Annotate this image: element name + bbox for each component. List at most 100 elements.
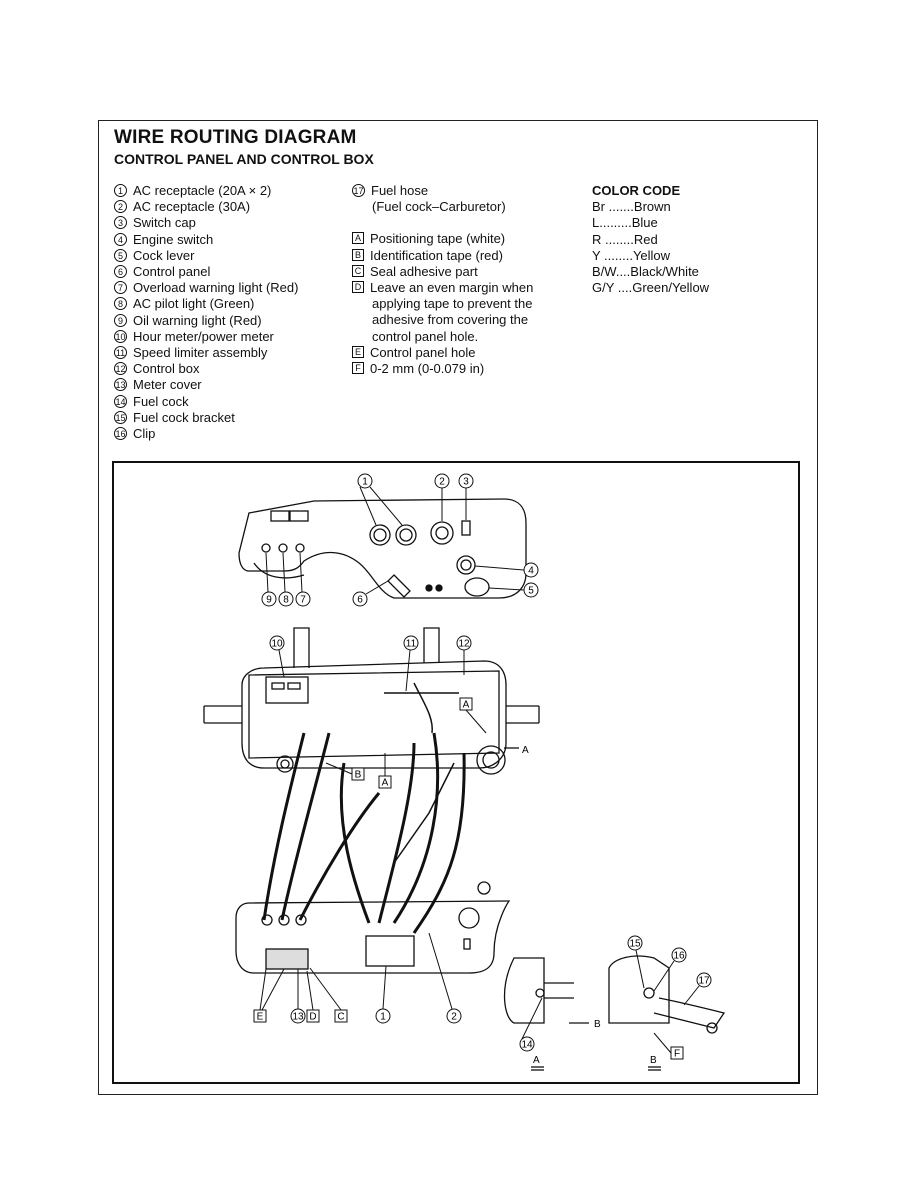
- svg-text:A: A: [533, 1055, 540, 1066]
- svg-text:11: 11: [406, 639, 417, 650]
- svg-text:C: C: [337, 1012, 344, 1023]
- box-f: F: [653, 1032, 684, 1060]
- box-b: B: [325, 762, 365, 781]
- svg-text:16: 16: [673, 951, 685, 962]
- svg-text:8: 8: [283, 595, 289, 606]
- svg-text:A: A: [522, 745, 529, 756]
- color-code-item: G/Y ....Green/Yellow: [592, 280, 710, 296]
- svg-text:D: D: [309, 1012, 316, 1023]
- control-panel-outline: [238, 498, 527, 599]
- svg-text:13: 13: [292, 1012, 304, 1023]
- callout-17: 17: [683, 972, 712, 1006]
- oil-warning-light-shape: [261, 543, 271, 553]
- svg-text:5: 5: [528, 586, 534, 597]
- callout-9: 9: [261, 552, 277, 607]
- color-code-item: L.........Blue: [592, 215, 658, 231]
- svg-text:10: 10: [271, 639, 283, 650]
- note-line: adhesive from covering the: [372, 312, 529, 328]
- overload-light-shape: [295, 543, 305, 553]
- color-code-item: B/W....Black/White: [592, 264, 699, 280]
- note-line: control panel hole.: [372, 328, 479, 344]
- page-title: WIRE ROUTING DIAGRAM: [114, 127, 357, 148]
- svg-text:6: 6: [357, 595, 363, 606]
- callout-1: 1: [357, 473, 403, 526]
- view-arrow-b: B: [594, 1019, 601, 1030]
- note-line: applying tape to prevent the: [372, 296, 533, 312]
- svg-text:4: 4: [528, 566, 534, 577]
- box-c: C: [309, 967, 348, 1023]
- ac-receptacle-20a-b: [395, 524, 417, 546]
- ac-pilot-light-shape: [278, 543, 288, 553]
- ac-receptacle-20a-a: [369, 524, 391, 546]
- callout-1-lower: 1: [375, 965, 391, 1024]
- callout-5: 5: [488, 582, 539, 598]
- view-label-b: B: [650, 1055, 657, 1066]
- svg-text:3: 3: [463, 477, 469, 488]
- svg-text:2: 2: [439, 477, 445, 488]
- callout-11: 11: [403, 635, 419, 692]
- ac-receptacle-30a: [430, 521, 454, 545]
- box-a-lower: A: [378, 753, 392, 789]
- svg-text:B: B: [650, 1055, 657, 1066]
- callout-13: 13: [290, 969, 306, 1024]
- svg-text:12: 12: [458, 639, 470, 650]
- svg-text:15: 15: [629, 939, 641, 950]
- switch-cap-shape: [461, 520, 471, 536]
- callout-14: 14: [519, 997, 543, 1052]
- color-code-item: Br .......Brown: [592, 199, 671, 215]
- callout-4: 4: [474, 562, 539, 578]
- callout-2: 2: [434, 473, 450, 521]
- color-code: COLOR CODE Br .......Brown L.........Blu…: [592, 183, 732, 296]
- inset-a-outline: [503, 957, 545, 1024]
- svg-text:2: 2: [451, 1012, 457, 1023]
- svg-text:7: 7: [300, 595, 306, 606]
- color-code-heading: COLOR CODE: [592, 183, 681, 198]
- hour-meter-shape: [265, 676, 309, 704]
- callout-15: 15: [627, 935, 645, 989]
- svg-text:A: A: [382, 778, 389, 789]
- callout-3: 3: [458, 473, 474, 520]
- callout-2-lower: 2: [428, 932, 462, 1024]
- callout-8: 8: [278, 552, 294, 607]
- svg-text:17: 17: [698, 976, 710, 987]
- svg-text:14: 14: [521, 1040, 533, 1051]
- svg-text:9: 9: [266, 595, 272, 606]
- callout-6: 6: [352, 580, 389, 607]
- view-label-a: A: [533, 1055, 540, 1066]
- callout-10: 10: [269, 635, 285, 678]
- page-subtitle: CONTROL PANEL AND CONTROL BOX: [114, 151, 374, 167]
- cock-lever-shape: [464, 577, 490, 597]
- control-panel-rear-outline: [235, 900, 511, 974]
- engine-switch-shape: [456, 555, 476, 575]
- wiring-diagram: 1 2 3 4 5 6 7 8 9 10 11 12 13 14 15 16 1…: [112, 461, 800, 1084]
- color-code-item: Y ........Yellow: [592, 247, 671, 263]
- svg-text:B: B: [594, 1019, 601, 1030]
- wiring-diagram-drawing: 1 2 3 4 5 6 7 8 9 10 11 12 13 14 15 16 1…: [203, 473, 726, 1071]
- meter-cover-shape: [265, 948, 309, 970]
- view-arrow-a: A: [522, 745, 529, 756]
- svg-text:1: 1: [380, 1012, 386, 1023]
- box-e: E: [253, 968, 285, 1023]
- box-d: D: [306, 970, 320, 1023]
